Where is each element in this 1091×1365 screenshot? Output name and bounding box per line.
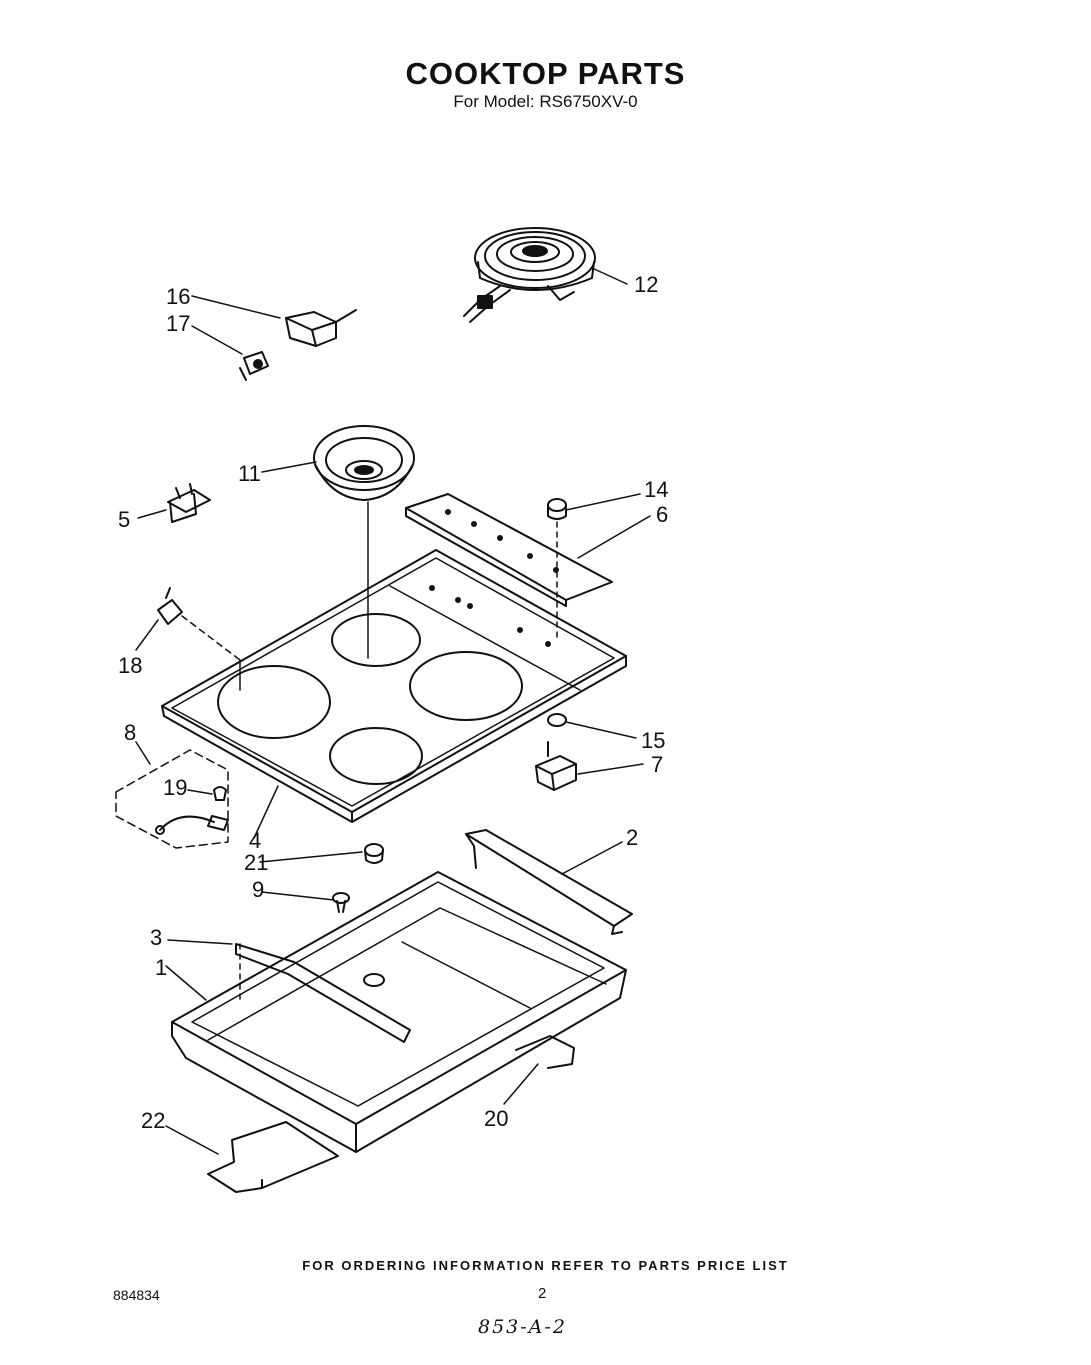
- handwritten-note: 853-A-2: [478, 1316, 567, 1338]
- callout-11: 11: [238, 461, 261, 486]
- callout-5: 5: [118, 507, 130, 532]
- drip-bowl-11: [313, 425, 415, 659]
- clip-18: [157, 587, 241, 661]
- page-title: COOKTOP PARTS: [405, 56, 686, 91]
- callout-4: 4: [249, 828, 261, 853]
- switch-7: [535, 741, 577, 791]
- callout-7: 7: [651, 752, 663, 777]
- control-panel-6: [405, 493, 613, 607]
- harness-kit-8: [115, 749, 229, 849]
- callout-16: 16: [166, 284, 190, 309]
- callout-17: 17: [166, 311, 190, 336]
- callout-21: 21: [244, 850, 268, 875]
- ordering-footer: FOR ORDERING INFORMATION REFER TO PARTS …: [302, 1258, 789, 1273]
- callout-18: 18: [118, 653, 142, 678]
- bracket-16: [285, 309, 357, 347]
- bottom-plate-22: [207, 1121, 339, 1193]
- callout-2: 2: [626, 825, 638, 850]
- callout-3: 3: [150, 925, 162, 950]
- clip-17: [239, 351, 269, 381]
- grommet-15: [547, 713, 567, 727]
- leader-lines: [135, 267, 651, 1155]
- callout-15: 15: [641, 728, 665, 753]
- callout-1: 1: [155, 955, 167, 980]
- bottom-plate-20: [515, 1035, 575, 1069]
- screw-9: [332, 892, 350, 913]
- callout-14: 14: [644, 477, 668, 502]
- callout-12: 12: [634, 272, 658, 297]
- callout-9: 9: [252, 877, 264, 902]
- callout-8: 8: [124, 720, 136, 745]
- clip-5: [167, 483, 211, 523]
- document-number: 884834: [113, 1287, 160, 1303]
- burner-box-1: [171, 871, 627, 1153]
- model-subtitle: For Model: RS6750XV-0: [453, 92, 638, 111]
- knob-14: [547, 498, 567, 641]
- callout-19: 19: [163, 775, 187, 800]
- grommet-21: [364, 843, 384, 864]
- cooktop-4: [161, 549, 627, 823]
- callout-20: 20: [484, 1106, 508, 1131]
- rear-bracket-2: [465, 829, 633, 935]
- callout-6: 6: [656, 502, 668, 527]
- page-number: 2: [538, 1285, 547, 1302]
- surface-element-12: [463, 227, 596, 323]
- callout-22: 22: [141, 1108, 165, 1133]
